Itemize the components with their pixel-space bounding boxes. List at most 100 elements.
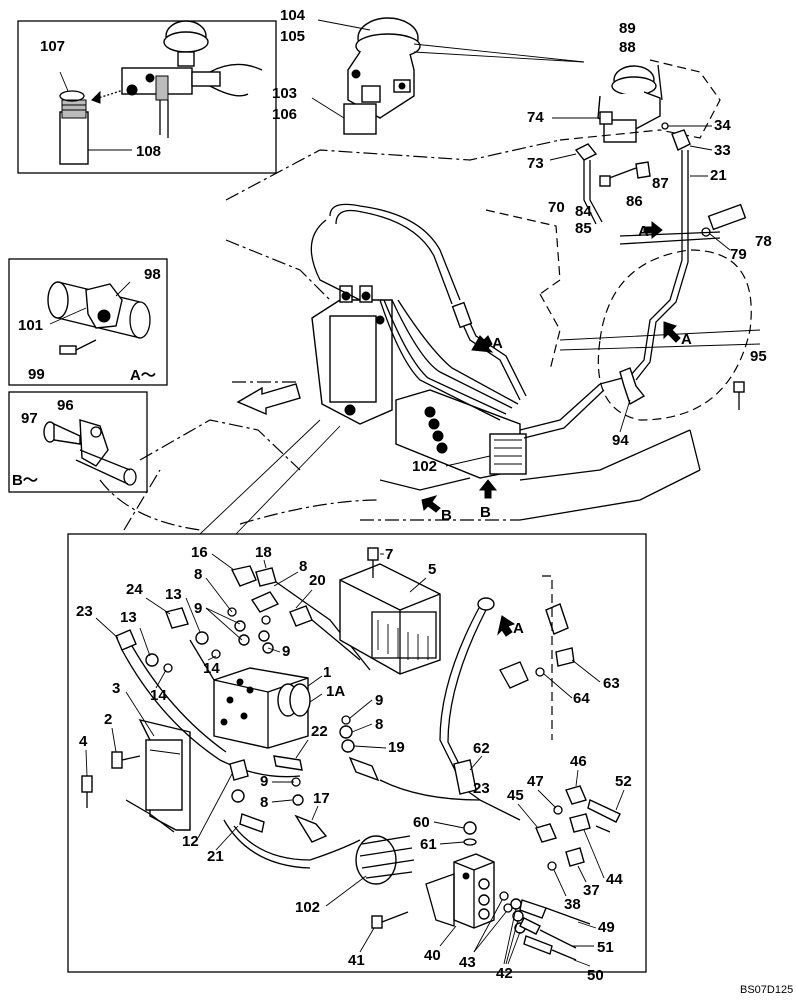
callout-74: 74 bbox=[527, 109, 544, 126]
accumulator-mount-assembly bbox=[574, 59, 747, 385]
callout-13-a: 13 bbox=[165, 586, 182, 603]
callout-24: 24 bbox=[126, 581, 143, 598]
callout-9-c: 9 bbox=[375, 692, 383, 709]
callout-46: 46 bbox=[570, 753, 587, 770]
callout-94: 94 bbox=[612, 432, 629, 449]
callout-64: 64 bbox=[573, 690, 590, 707]
callout-60: 60 bbox=[413, 814, 430, 831]
bolt-95 bbox=[733, 381, 745, 410]
callout-5: 5 bbox=[428, 561, 436, 578]
callout-97: 97 bbox=[21, 410, 38, 427]
callout-1: 1 bbox=[323, 664, 331, 681]
callout-8-d: 8 bbox=[260, 794, 268, 811]
callout-3: 3 bbox=[112, 680, 120, 697]
valve-bracket-upper bbox=[311, 285, 527, 479]
callout-16: 16 bbox=[191, 544, 208, 561]
callout-84: 84 bbox=[575, 203, 592, 220]
main-detail-frame bbox=[67, 533, 647, 973]
callout-102-top: 102 bbox=[412, 458, 437, 475]
callout-96: 96 bbox=[57, 397, 74, 414]
accumulator-small bbox=[121, 20, 263, 138]
inset-a-tag: A～ bbox=[130, 367, 156, 384]
view-arrow-a-mid: A bbox=[471, 335, 503, 353]
callout-49: 49 bbox=[598, 919, 615, 936]
inset-view-b bbox=[8, 391, 148, 493]
callout-17: 17 bbox=[313, 790, 330, 807]
callout-78: 78 bbox=[755, 233, 772, 250]
callout-13-b: 13 bbox=[120, 609, 137, 626]
callout-106: 106 bbox=[272, 106, 297, 123]
svg-text:B: B bbox=[441, 507, 452, 524]
callout-63: 63 bbox=[603, 675, 620, 692]
callout-2: 2 bbox=[104, 711, 112, 728]
callout-95: 95 bbox=[750, 348, 767, 365]
accumulator-valve-assembly bbox=[311, 17, 585, 135]
bracket-5 bbox=[339, 547, 441, 675]
callout-51: 51 bbox=[597, 939, 614, 956]
callout-7: 7 bbox=[385, 546, 393, 563]
view-arrow-b-left: B bbox=[421, 495, 452, 524]
svg-text:A: A bbox=[681, 331, 692, 348]
callout-34: 34 bbox=[714, 117, 731, 134]
direction-arrow bbox=[236, 383, 301, 416]
view-arrow-a-right: A bbox=[663, 321, 692, 348]
svg-text:A: A bbox=[492, 335, 503, 352]
callout-47: 47 bbox=[527, 773, 544, 790]
callout-108: 108 bbox=[136, 143, 161, 160]
view-arrow-b-right: B bbox=[478, 479, 498, 521]
filter-cup-part bbox=[59, 99, 89, 165]
callout-73: 73 bbox=[527, 155, 544, 172]
machine-frame-outline bbox=[99, 129, 761, 531]
callout-45: 45 bbox=[507, 787, 524, 804]
callout-1A: 1A bbox=[326, 683, 345, 700]
callout-9-d: 9 bbox=[260, 773, 268, 790]
callout-105: 105 bbox=[280, 28, 305, 45]
callout-18: 18 bbox=[255, 544, 272, 561]
callout-12: 12 bbox=[182, 833, 199, 850]
callout-8-b: 8 bbox=[299, 558, 307, 575]
callout-22: 22 bbox=[311, 723, 328, 740]
svg-text:A: A bbox=[638, 223, 649, 240]
callout-42: 42 bbox=[496, 965, 513, 982]
view-arrow-a-detail: A bbox=[497, 615, 524, 637]
callout-33: 33 bbox=[714, 142, 731, 159]
callout-86: 86 bbox=[626, 193, 643, 210]
callout-20: 20 bbox=[309, 572, 326, 589]
inset-b-tag: B～ bbox=[12, 472, 38, 489]
callout-61: 61 bbox=[420, 836, 437, 853]
callout-103: 103 bbox=[272, 85, 297, 102]
callout-70: 70 bbox=[548, 199, 565, 216]
callout-23-b: 23 bbox=[473, 780, 490, 797]
callout-9-b: 9 bbox=[282, 643, 290, 660]
callout-14-a: 14 bbox=[203, 660, 220, 677]
callout-21-bottom: 21 bbox=[207, 848, 224, 865]
view-arrow-a-top: A bbox=[638, 220, 663, 240]
callout-85: 85 bbox=[575, 220, 592, 237]
callout-88: 88 bbox=[619, 39, 636, 56]
callout-99: 99 bbox=[28, 366, 45, 383]
bracket-94 bbox=[619, 367, 646, 406]
callout-98: 98 bbox=[144, 266, 161, 283]
svg-text:B: B bbox=[480, 504, 491, 521]
callout-62: 62 bbox=[473, 740, 490, 757]
callout-87: 87 bbox=[652, 175, 669, 192]
callout-43: 43 bbox=[459, 954, 476, 971]
callout-4: 4 bbox=[79, 733, 88, 750]
inset-accumulator-detail: 107 108 bbox=[17, 20, 277, 174]
callout-19: 19 bbox=[388, 739, 405, 756]
pilot-hose-bundle bbox=[310, 203, 605, 491]
o-ring-part bbox=[59, 90, 85, 102]
callout-101: 101 bbox=[18, 317, 43, 334]
drawing-code: BS07D125 bbox=[740, 984, 793, 996]
main-detail-parts bbox=[81, 565, 621, 961]
callout-23-a: 23 bbox=[76, 603, 93, 620]
callout-40: 40 bbox=[424, 947, 441, 964]
callout-89: 89 bbox=[619, 20, 636, 37]
callout-102-bottom: 102 bbox=[295, 899, 320, 916]
callout-8-a: 8 bbox=[194, 566, 202, 583]
callout-50: 50 bbox=[587, 967, 604, 984]
callout-104: 104 bbox=[280, 7, 306, 24]
callout-52: 52 bbox=[615, 773, 632, 790]
callout-8-c: 8 bbox=[375, 716, 383, 733]
